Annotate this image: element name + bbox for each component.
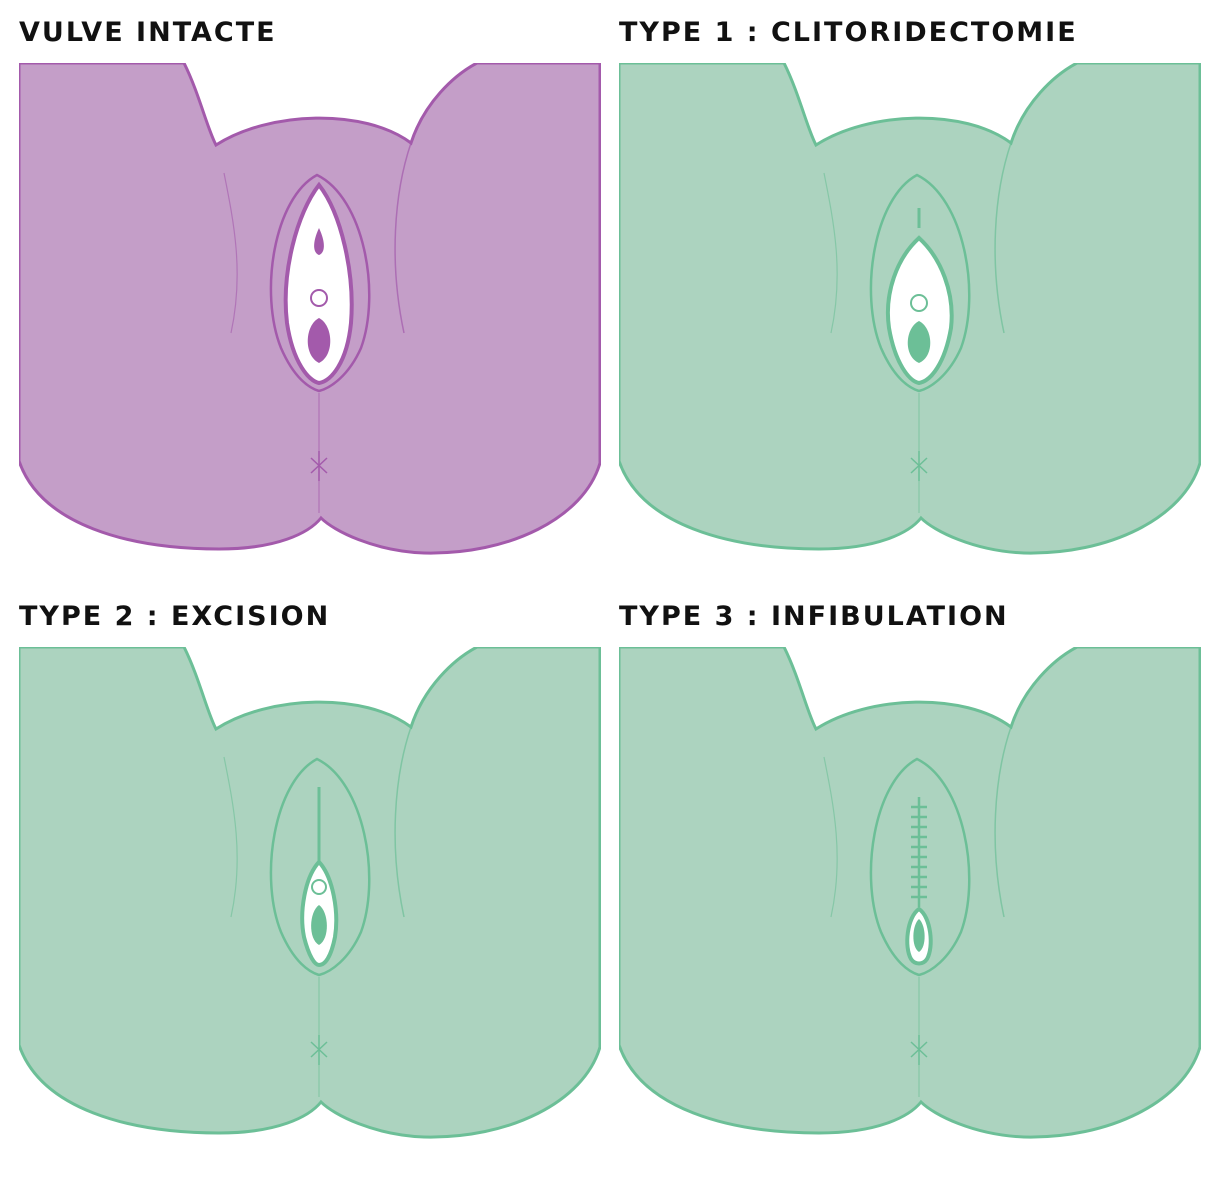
anus-mark [910,1035,928,1065]
illustration-type1 [619,63,1201,555]
outer-labia [869,173,971,393]
anus-mark [310,451,328,481]
panel-title: TYPE 1 : CLITORIDECTOMIE [619,17,1078,48]
thigh-crease-left [223,172,238,334]
thigh-crease-left [223,756,238,918]
thigh-crease-right [994,142,1012,334]
thigh-crease-left [823,172,838,334]
thigh-crease-left [823,756,838,918]
panel-type3: TYPE 3 : INFIBULATION [619,601,1201,1142]
outer-labia [869,757,971,977]
panel-title: TYPE 2 : EXCISION [19,601,331,632]
urethra [311,879,327,895]
panel-intact: VULVE INTACTE [19,17,601,558]
vaginal-opening [907,321,931,363]
infibulation-suture [911,797,927,907]
panel-title: VULVE INTACTE [19,17,277,48]
vaginal-opening [311,905,327,945]
body-silhouette [619,647,1201,1139]
panel-title: TYPE 3 : INFIBULATION [619,601,1009,632]
thigh-crease-right [394,142,412,334]
thigh-crease-right [994,726,1012,918]
illustration-intact [19,63,601,555]
clitoris [314,228,324,255]
vaginal-opening [913,919,925,952]
illustration-type3 [619,647,1201,1139]
urethra [910,294,928,312]
thigh-crease-right [394,726,412,918]
anus-mark [310,1035,328,1065]
panel-type1: TYPE 1 : CLITORIDECTOMIE [619,17,1201,558]
urethra [310,289,328,307]
inner-labia [283,181,354,386]
vaginal-opening [307,318,331,363]
anus-mark [910,451,928,481]
outer-labia [269,173,371,393]
panel-type2: TYPE 2 : EXCISION [19,601,601,1142]
outer-labia [269,757,371,977]
illustration-type2 [19,647,601,1139]
